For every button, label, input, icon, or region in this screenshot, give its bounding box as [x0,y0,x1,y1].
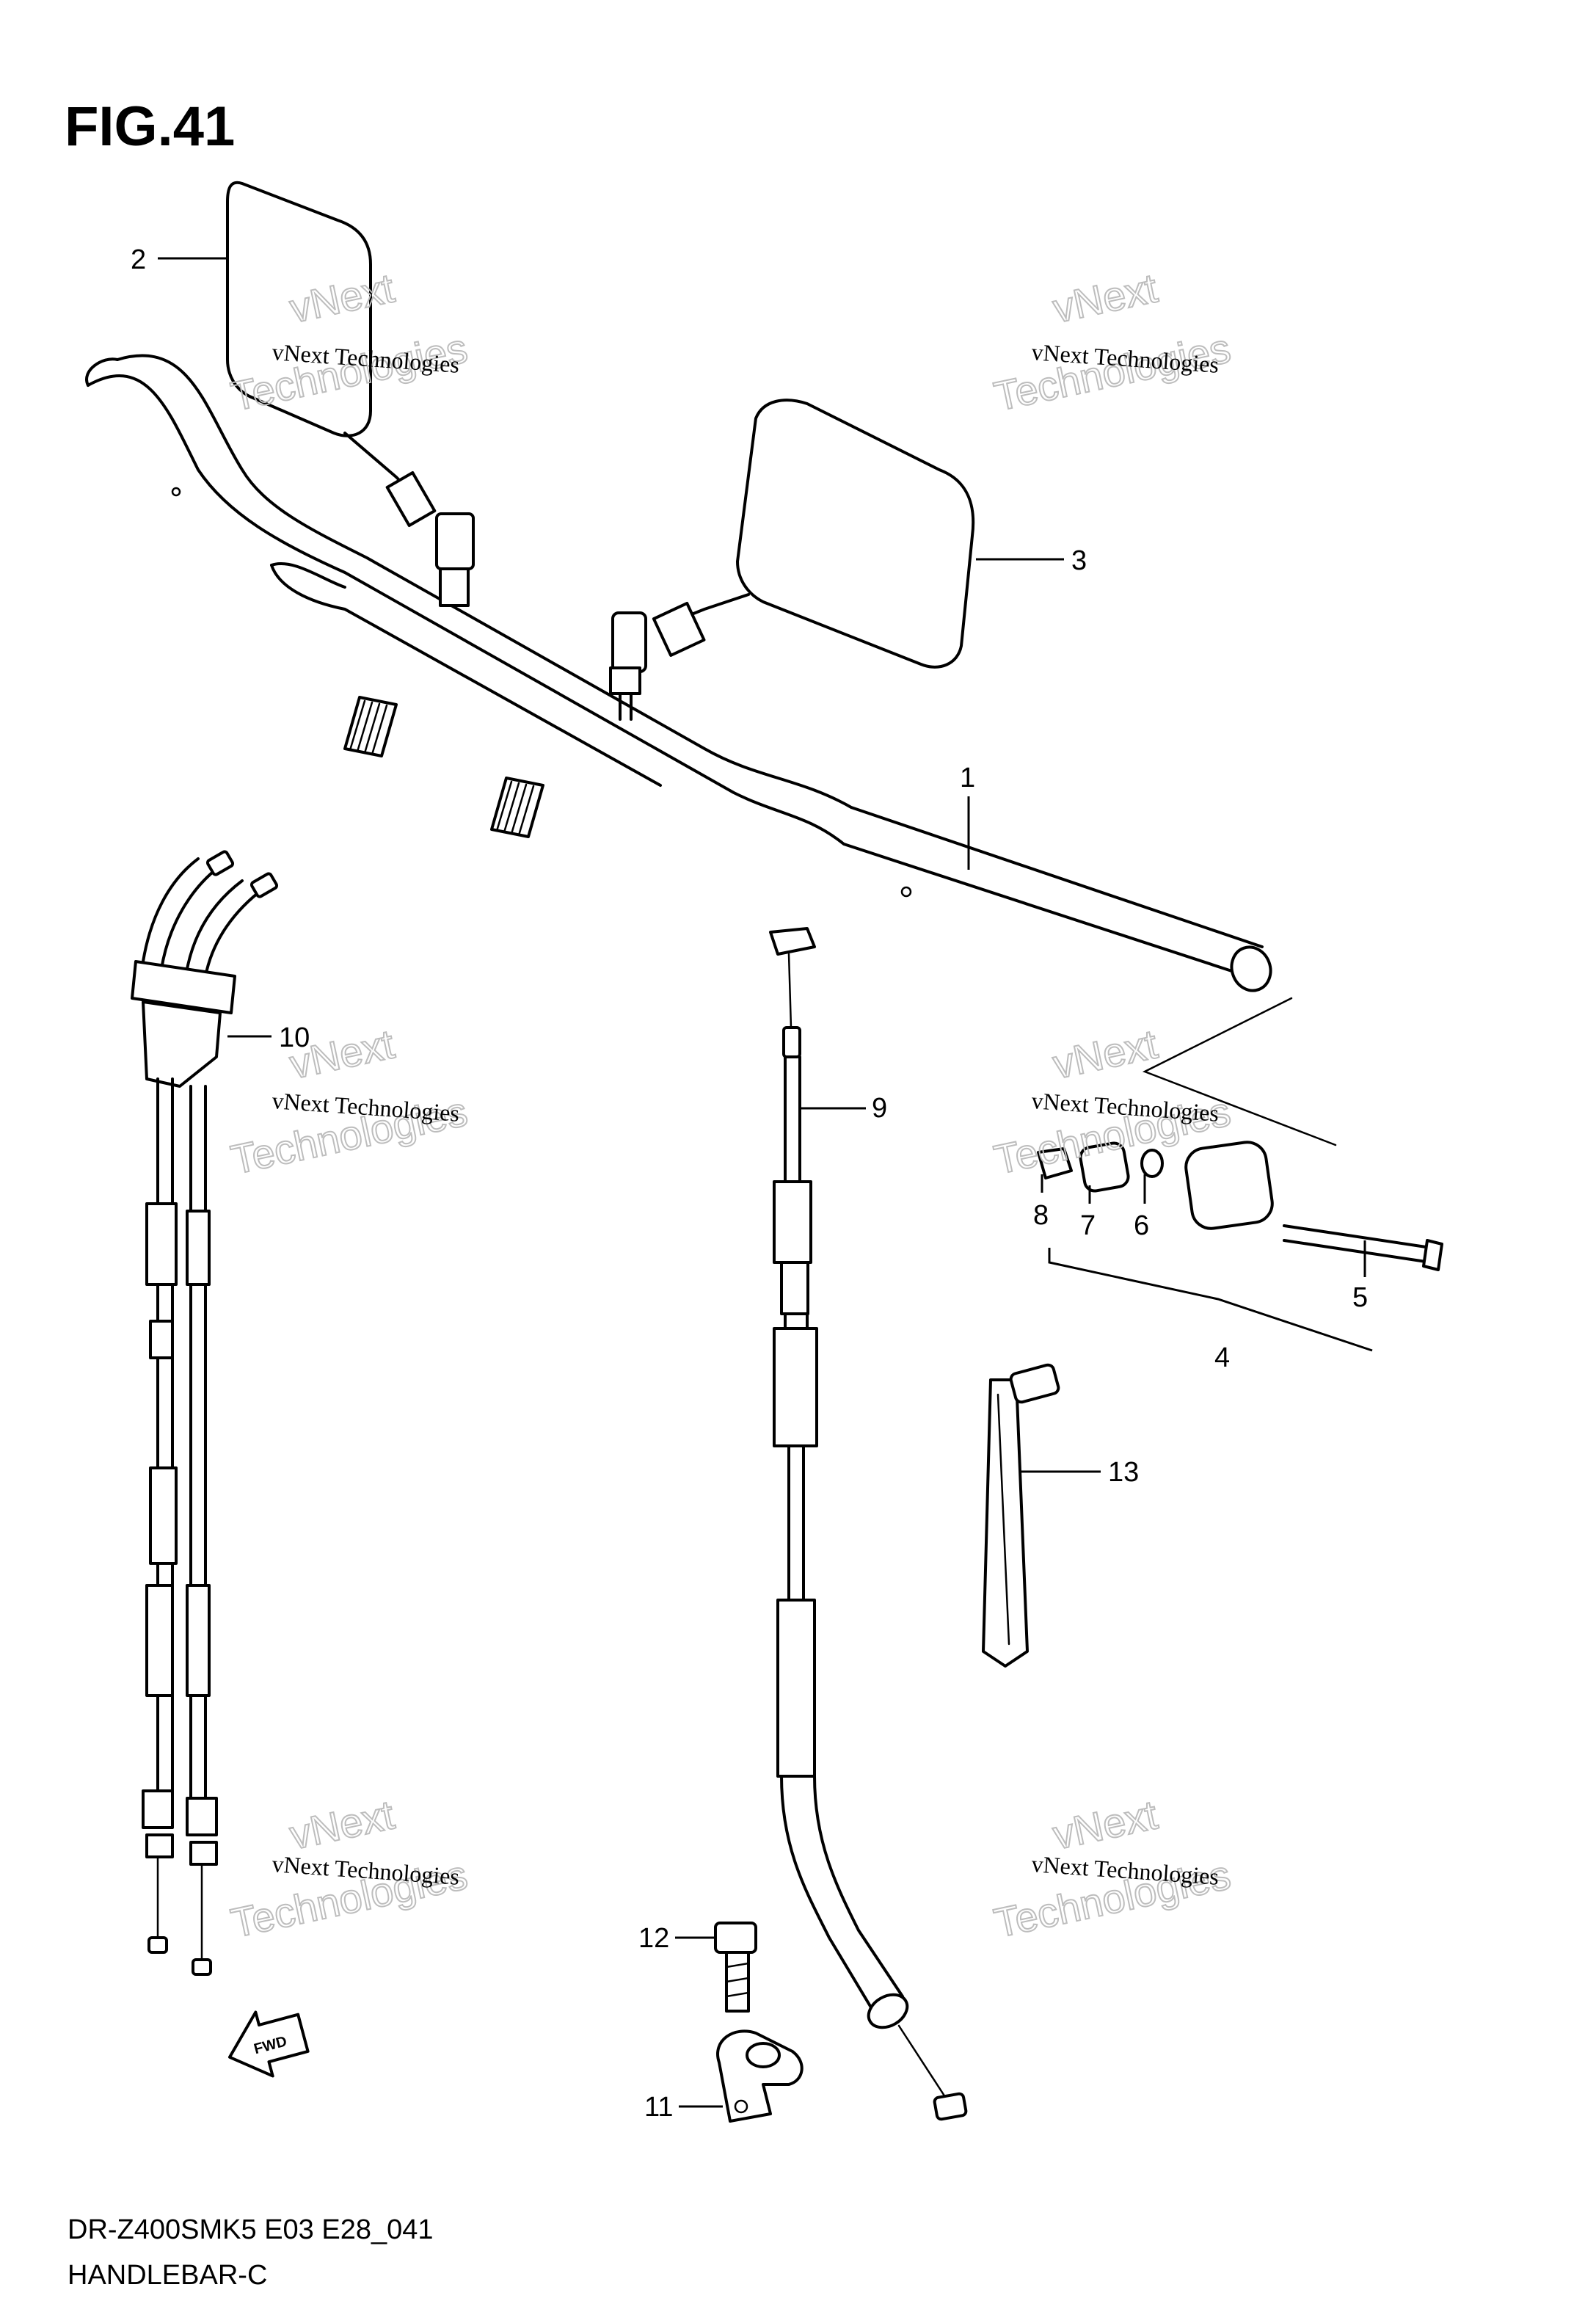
watermark-mid-left: vNext Technologies vNext Technologies [226,1019,472,1183]
watermarks: vNext Technologies vNext Technologies vN… [226,263,1235,1946]
callouts: 1 2 3 4 5 6 7 8 9 10 11 12 13 [131,244,1368,2123]
svg-text:vNext: vNext [285,1791,398,1858]
mirror-right [609,399,975,721]
svg-text:vNext: vNext [1049,1791,1162,1858]
callout-6: 6 [1134,1210,1149,1241]
callout-2: 2 [131,244,146,275]
clamp [716,2029,804,2123]
fwd-arrow: FWD [227,2010,310,2078]
callout-13: 13 [1108,1457,1139,1488]
mirror-left [226,181,475,607]
watermark-top-right: vNext Technologies vNext Technologies [989,263,1235,420]
callout-1: 1 [960,763,975,793]
callout-10: 10 [279,1022,310,1053]
handlebar [85,354,1272,992]
cable-tie [982,1363,1060,1668]
watermark-bottom-right: vNext Technologies vNext Technologies [989,1790,1235,1946]
callout-9: 9 [872,1093,887,1124]
callout-5: 5 [1352,1282,1368,1313]
callout-11: 11 [644,2092,673,2123]
bolt [714,1922,757,2013]
figure-title: FIG.41 [65,95,235,158]
bar-end-weight-group [1037,997,1443,1352]
callout-12: 12 [638,1923,669,1954]
callout-4: 4 [1214,1342,1230,1373]
svg-text:vNext: vNext [1049,1020,1162,1087]
clutch-cable [769,927,968,2121]
watermark-bottom-left: vNext Technologies vNext Technologies [226,1790,472,1946]
footer-model-code: DR-Z400SMK5 E03 E28_041 [68,2214,434,2245]
footer-section-name: HANDLEBAR-C [68,2260,267,2291]
svg-text:vNext: vNext [1049,264,1162,331]
callout-7: 7 [1080,1210,1096,1241]
callout-8: 8 [1033,1200,1049,1231]
callout-3: 3 [1071,545,1087,576]
throttle-cable [131,850,279,1976]
